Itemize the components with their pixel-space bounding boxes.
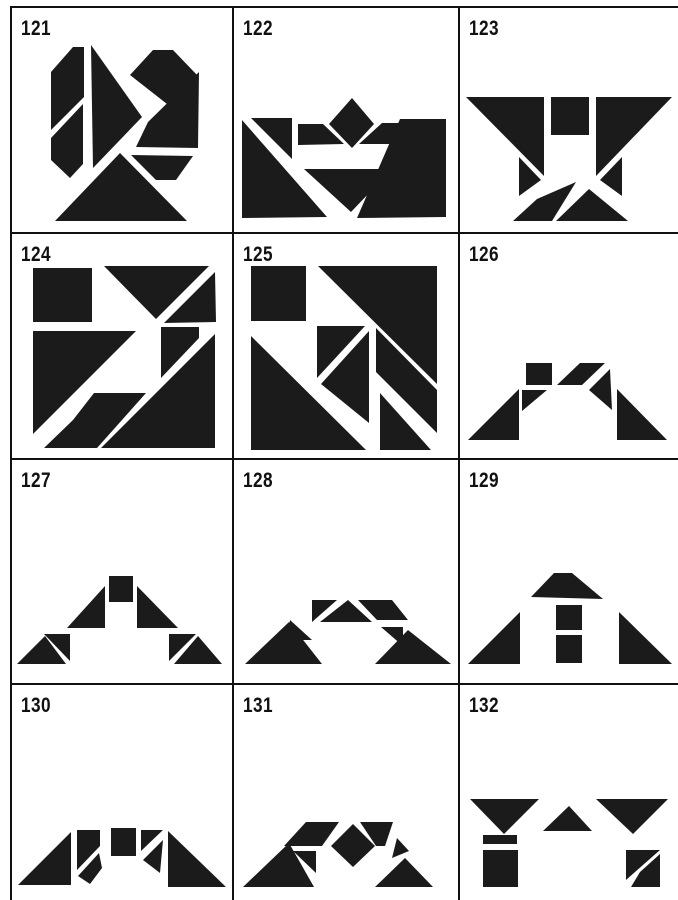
tangram-piece [556,605,582,630]
tangram-piece [168,831,226,887]
tangram-piece [522,390,547,411]
tangram-piece [91,45,142,168]
puzzle-cell-126: 126 [460,234,678,458]
tangram-bridge-figure [12,685,232,900]
tangram-piece [468,612,520,664]
tangram-piece [556,635,582,663]
tangram-piece [551,97,589,135]
tangram-piece [33,268,92,322]
tangram-table-figure [460,685,678,900]
tangram-piece [468,389,519,440]
tangram-piece [589,369,612,410]
puzzle-cell-128: 128 [234,460,458,683]
puzzle-cell-132: 132 [460,685,678,900]
tangram-piece [619,612,672,664]
puzzle-cell-129: 129 [460,460,678,683]
tangram-piece [466,97,544,176]
puzzle-cell-125: 125 [234,234,458,458]
grid-divider-vertical [232,6,234,900]
tangram-bridge-figure [12,460,232,683]
tangram-piece [375,858,433,887]
tangram-piece [101,334,215,448]
tangram-piece [109,576,133,602]
tangram-piece [18,832,71,885]
tangram-piece [531,573,603,599]
tangram-heart-figure [12,8,232,232]
tangram-piece [596,799,668,834]
grid-divider-vertical [458,6,460,900]
tangram-piece [617,389,667,440]
puzzle-cell-130: 130 [12,685,232,900]
puzzle-cell-123: 123 [460,8,678,232]
tangram-piece [470,799,539,834]
grid-divider-horizontal [10,683,678,685]
tangram-cup-figure [460,8,678,232]
tangram-piece [67,586,105,628]
tangram-piece [543,806,592,831]
puzzle-cell-131: 131 [234,685,458,900]
tangram-piece [375,630,451,664]
puzzle-cell-124: 124 [12,234,232,458]
tangram-piece [526,363,552,385]
tangram-piece [284,822,339,846]
puzzle-cell-122: 122 [234,8,458,232]
tangram-piece [251,266,306,321]
tangram-piece [392,838,409,858]
tangram-bridge-figure [460,234,678,458]
tangram-bridge-figure [234,685,458,900]
tangram-piece [245,622,322,664]
tangram-piece [483,850,518,887]
tangram-bridge-figure [234,460,458,683]
grid-border-top [10,6,678,8]
tangram-boat-figure [234,8,458,232]
tangram-piece [111,828,136,856]
tangram-rectangle-figure [12,234,232,458]
tangram-bridge-figure [460,460,678,683]
grid-border-left [10,6,12,900]
tangram-square-figure [234,234,458,458]
puzzle-cell-121: 121 [12,8,232,232]
tangram-piece [243,843,314,887]
puzzle-cell-127: 127 [12,460,232,683]
tangram-piece [596,97,672,176]
tangram-piece [287,620,312,640]
tangram-piece [137,586,178,628]
grid-divider-horizontal [10,232,678,234]
tangram-piece [483,835,517,844]
grid-divider-horizontal [10,458,678,460]
